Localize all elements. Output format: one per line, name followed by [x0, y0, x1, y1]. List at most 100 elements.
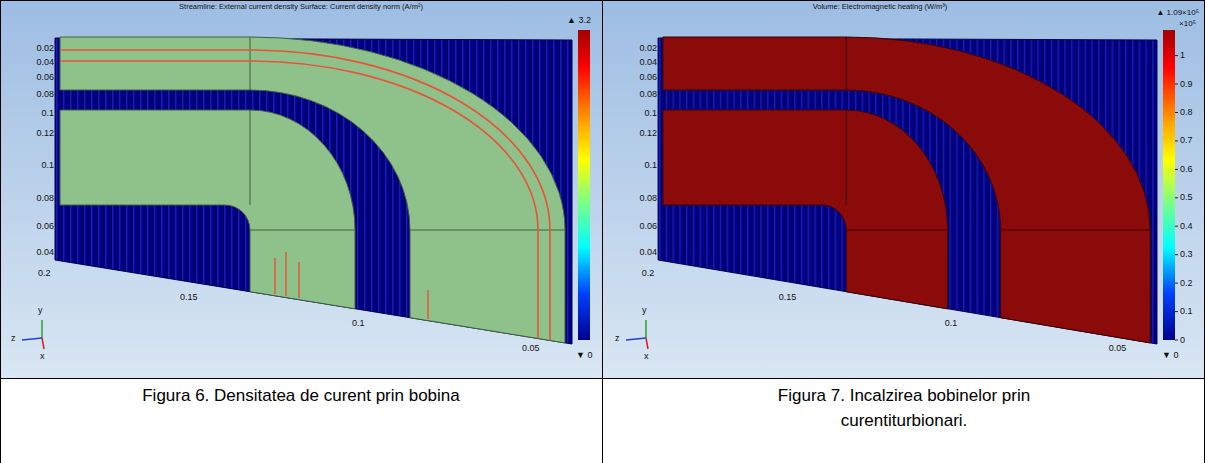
axis-label-text: z	[11, 333, 16, 343]
color-bar-tick-text: 0.6	[1180, 164, 1193, 174]
color-bar-min: ▼ 0	[576, 350, 592, 360]
color-bar-tick: 0	[1180, 335, 1185, 345]
axis-tick-text: 0.08	[640, 89, 658, 99]
axis-tick-text: 0.12	[36, 128, 54, 138]
axis-tick-text: 0.06	[640, 72, 658, 82]
axis-tick-text: 0.06	[640, 221, 658, 231]
axis-triad	[22, 320, 44, 349]
axis-tick: 0.1	[41, 108, 54, 118]
streamline	[60, 50, 550, 340]
axis-tick-text: 0.12	[640, 128, 658, 138]
color-bar-tick-text: 1	[1180, 50, 1185, 60]
axis-tick: 0.05	[1109, 343, 1127, 353]
color-bar-multiplier: ×10⁵	[1179, 19, 1196, 28]
plot-title-text: Streamline: External current density Sur…	[179, 2, 423, 11]
plot-title: Streamline: External current density Sur…	[179, 3, 423, 12]
axis-tick: 0.02	[640, 43, 658, 53]
figure-caption: Figura 6. Densitatea de curent prin bobi…	[21, 384, 581, 409]
color-bar-min-text: ▼ 0	[576, 350, 592, 360]
axis-tick: 0.06	[36, 72, 54, 82]
axis-label-text: y	[642, 305, 647, 315]
axis-tick-text: 0.15	[180, 292, 198, 302]
color-bar-tick-text: 0.3	[1180, 249, 1193, 259]
coil-band	[663, 110, 948, 309]
axis-tick-text: 0.08	[36, 89, 54, 99]
edge-line	[846, 37, 1150, 230]
color-bar-tick: 0.9	[1180, 79, 1193, 89]
color-bar-tick: 0.4	[1180, 221, 1193, 231]
color-bar-tick-text: 0	[1180, 335, 1185, 345]
color-bar-tick: 0.7	[1180, 135, 1193, 145]
color-bar-tick: 0.5	[1180, 192, 1193, 202]
coil-model	[658, 37, 1157, 344]
axis-tick: 0.15	[180, 292, 198, 302]
color-bar-tick-text: 0.2	[1180, 278, 1193, 288]
plot-title-text: Volume: Electromagnetic heating (W/m³)	[813, 2, 948, 11]
color-bar-min: ▼ 0	[1162, 350, 1178, 360]
axis-tick: 0.08	[36, 193, 54, 203]
axis-label: z	[11, 333, 16, 343]
coil-band	[663, 37, 1150, 343]
axis-tick: 0.06	[640, 221, 658, 231]
axis-tick-text: 0.05	[1109, 343, 1127, 353]
axis-tick: 0.2	[38, 268, 51, 278]
axis-tick-text: 0.08	[36, 193, 54, 203]
axis-tick-text: 0.1	[352, 318, 365, 328]
plot-background	[603, 1, 1204, 378]
color-bar-tick-text: 0.5	[1180, 192, 1193, 202]
color-bar-tick-text: 0.8	[1180, 107, 1193, 117]
axis-tick: 0.1	[41, 160, 54, 170]
color-bar-ticks	[1175, 56, 1178, 340]
axis-tick-text: 0.1	[41, 160, 54, 170]
streamline	[60, 61, 538, 338]
axis-tick-text: 0.05	[522, 343, 540, 353]
figure-caption-text: Figura 6. Densitatea de curent prin bobi…	[142, 386, 460, 405]
axis-tick: 0.04	[36, 57, 54, 67]
axis-tick: 0.04	[640, 57, 658, 67]
axis-tick: 0.1	[352, 318, 365, 328]
axis-label-text: x	[644, 351, 649, 361]
streamline	[275, 252, 428, 319]
color-bar-tick-text: 0.4	[1180, 221, 1193, 231]
color-bar-tick: 0.3	[1180, 249, 1193, 259]
axis-tick: 0.02	[36, 43, 54, 53]
color-bar-max-text: ▲ 3.2	[567, 15, 591, 25]
color-bar-min-text: ▼ 0	[1162, 350, 1178, 360]
color-bar-max: ▲ 3.2	[567, 15, 591, 25]
coil-block	[55, 38, 572, 344]
axis-label: z	[615, 333, 620, 343]
axis-label: y	[38, 305, 43, 315]
plot-background	[1, 1, 602, 378]
color-bar-tick-text: 0.1	[1180, 306, 1193, 316]
axis-tick-text: 0.04	[36, 247, 54, 257]
axis-tick: 0.12	[36, 128, 54, 138]
color-bar	[1163, 30, 1175, 340]
axis-tick-text: 0.1	[645, 160, 658, 170]
coil-band	[60, 37, 565, 343]
figure-caption: Figura 7. Incalzirea bobinelor prin cure…	[724, 384, 1084, 433]
axis-tick: 0.08	[640, 193, 658, 203]
color-bar-tick: 0.8	[1180, 107, 1193, 117]
axis-tick-text: 0.1	[41, 108, 54, 118]
axis-tick-text: 0.1	[945, 318, 958, 328]
axis-tick: 0.1	[645, 160, 658, 170]
axis-tick: 0.08	[640, 89, 658, 99]
axis-tick-text: 0.02	[36, 43, 54, 53]
axis-tick-text: 0.1	[645, 108, 658, 118]
coil-block	[658, 38, 1157, 344]
color-bar	[578, 30, 590, 340]
axis-tick: 0.08	[36, 89, 54, 99]
axis-label: x	[40, 351, 45, 361]
color-bar-multiplier-text: ×10⁵	[1179, 19, 1196, 28]
color-bar-max-text: ▲ 1.09×10⁵	[1156, 8, 1199, 17]
axis-label-text: y	[38, 305, 43, 315]
axis-tick: 0.06	[36, 221, 54, 231]
axis-tick-text: 0.15	[779, 292, 797, 302]
axis-tick-text: 0.2	[642, 268, 655, 278]
axis-tick: 0.06	[640, 72, 658, 82]
axis-tick-text: 0.08	[640, 193, 658, 203]
color-bar-tick: 0.1	[1180, 306, 1193, 316]
axis-label-text: x	[40, 351, 45, 361]
